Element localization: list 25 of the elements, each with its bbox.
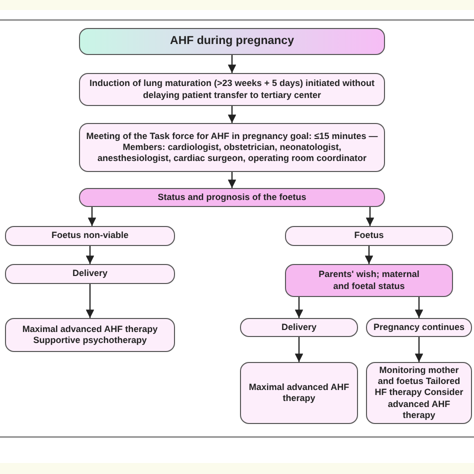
process-box: Pregnancy continues <box>366 318 472 337</box>
process-box: Maximal advanced AHF therapy <box>240 362 358 424</box>
process-box: Foetus non-viable <box>5 226 175 246</box>
arrow <box>228 106 236 123</box>
arrow <box>364 246 374 264</box>
arrow <box>86 284 94 318</box>
arrow <box>294 337 304 362</box>
arrow <box>228 172 236 188</box>
arrow <box>86 246 94 264</box>
arrow <box>228 55 236 73</box>
process-box: Induction of lung maturation (>23 weeks + 5 days) initiated without delaying patient transfer to tertiary center <box>79 73 385 106</box>
arrow <box>414 297 424 318</box>
arrow <box>88 207 96 226</box>
process-box: Maximal advanced AHF therapy Supportive psychotherapy <box>5 318 175 352</box>
arrow <box>414 337 424 362</box>
process-box: Monitoring mother and foetus Tailored HF therapy Consider advanced AHF therapy <box>366 362 472 424</box>
process-box: Delivery <box>240 318 358 337</box>
arrow <box>294 297 304 318</box>
process-box: Foetus <box>285 226 453 246</box>
decision-box: Parents' wish; maternal and foetal status <box>285 264 453 297</box>
process-box: Delivery <box>5 264 175 284</box>
process-box: AHF during pregnancy <box>79 28 385 55</box>
process-box: Meeting of the Task force for AHF in pregnancy goal: ≤15 minutes —Members: cardiologist, obstetrician, neonatologist, anesthesiologist, cardiac surgeon, operating room coordinator <box>79 123 385 172</box>
arrow <box>366 207 374 226</box>
decision-box: Status and prognosis of the foetus <box>79 188 385 207</box>
